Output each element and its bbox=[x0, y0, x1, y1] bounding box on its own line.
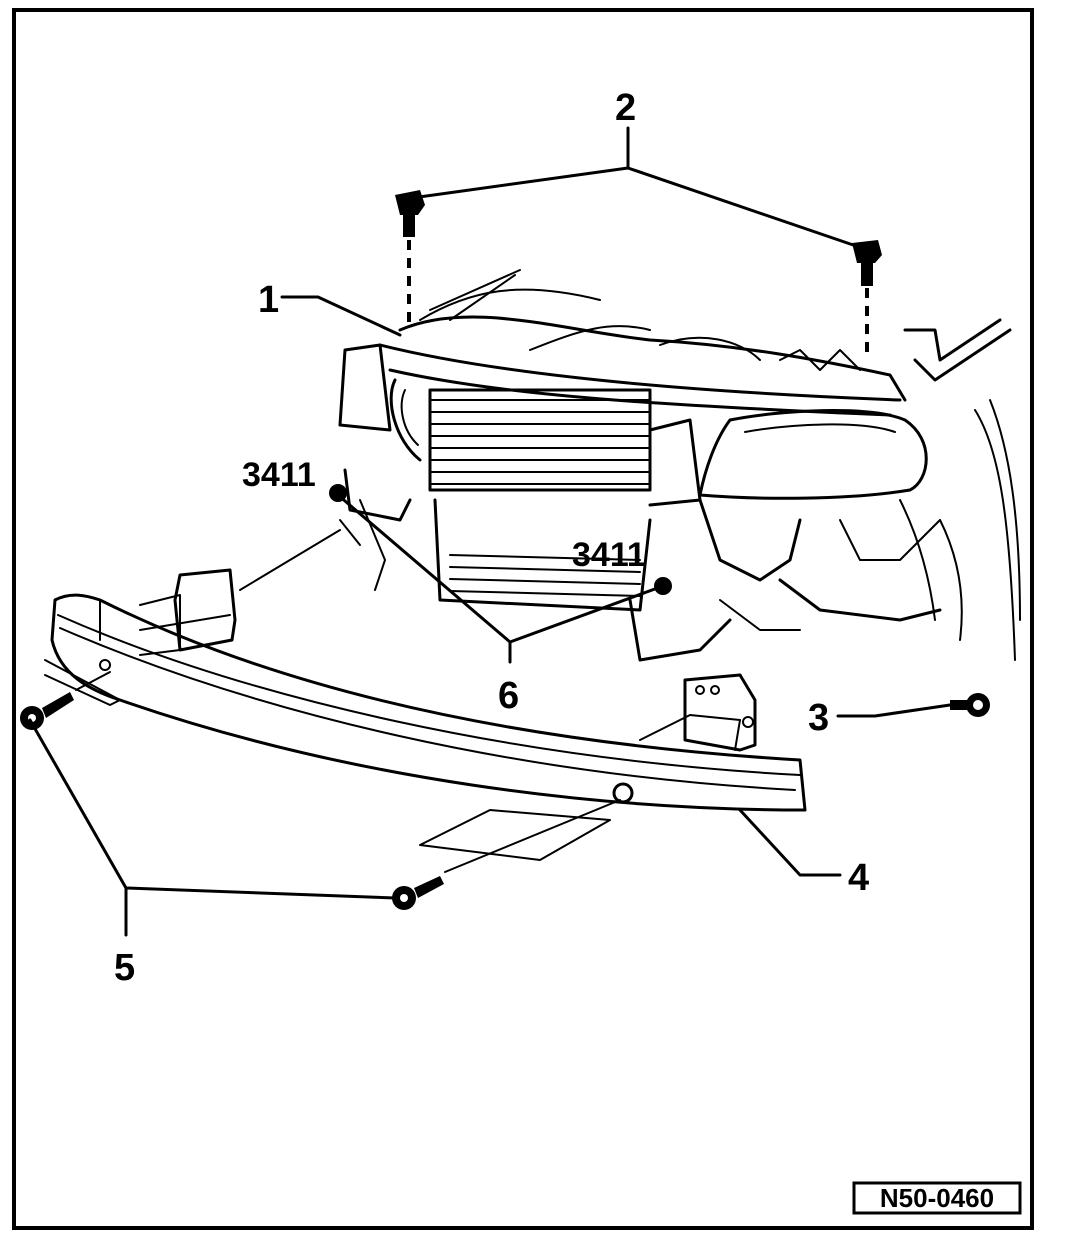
tool-label-left: 3411 bbox=[242, 456, 316, 494]
right-crash-box bbox=[639, 673, 757, 752]
vehicle-front-end bbox=[338, 269, 1021, 662]
reference-code-box bbox=[852, 1181, 1022, 1215]
bolt-bumper-left-icon bbox=[20, 692, 74, 730]
bumper-carrier bbox=[44, 593, 807, 812]
tool-label-right: 3411 bbox=[572, 536, 646, 574]
reference-code: N50-0460 bbox=[880, 1183, 994, 1213]
bolt-bumper-center-icon bbox=[392, 876, 444, 910]
callout-1: 1 bbox=[258, 279, 279, 321]
callout-5: 5 bbox=[114, 947, 135, 989]
radiator-fins bbox=[429, 399, 651, 485]
callout-4: 4 bbox=[848, 857, 869, 899]
callout-3: 3 bbox=[808, 697, 829, 739]
assembly-line-bolt5-left bbox=[75, 671, 111, 691]
leader-line-1 bbox=[280, 295, 402, 337]
lower-radiator-fins bbox=[449, 554, 641, 597]
leader-line-5 bbox=[28, 718, 398, 900]
leader-line-3 bbox=[836, 703, 952, 718]
bolt-side-icon bbox=[950, 693, 990, 717]
leader-line-2 bbox=[410, 166, 864, 250]
callout-2: 2 bbox=[615, 87, 636, 129]
assembly-line-crashbox-left bbox=[239, 529, 341, 591]
assembly-line-bolt5-center bbox=[444, 799, 621, 873]
leader-line-4 bbox=[738, 808, 842, 877]
left-crash-box bbox=[139, 568, 237, 656]
callout-6: 6 bbox=[498, 675, 519, 717]
bumper-underside-flange bbox=[419, 809, 611, 861]
diagram-frame bbox=[12, 8, 1034, 1230]
